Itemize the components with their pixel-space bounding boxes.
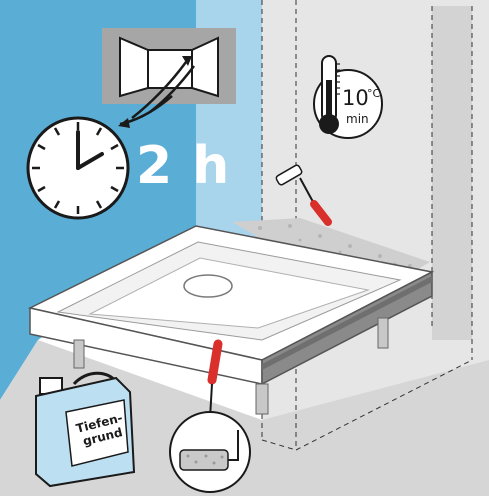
drying-time-label: 2 h xyxy=(136,140,230,192)
temperature-value: 10 xyxy=(342,88,369,109)
roller-detail-circle xyxy=(170,412,250,492)
clock-icon xyxy=(28,118,128,218)
wall-niche-shadow xyxy=(432,6,472,340)
temperature-unit: °C xyxy=(367,87,380,100)
temperature-qualifier: min xyxy=(346,112,369,126)
